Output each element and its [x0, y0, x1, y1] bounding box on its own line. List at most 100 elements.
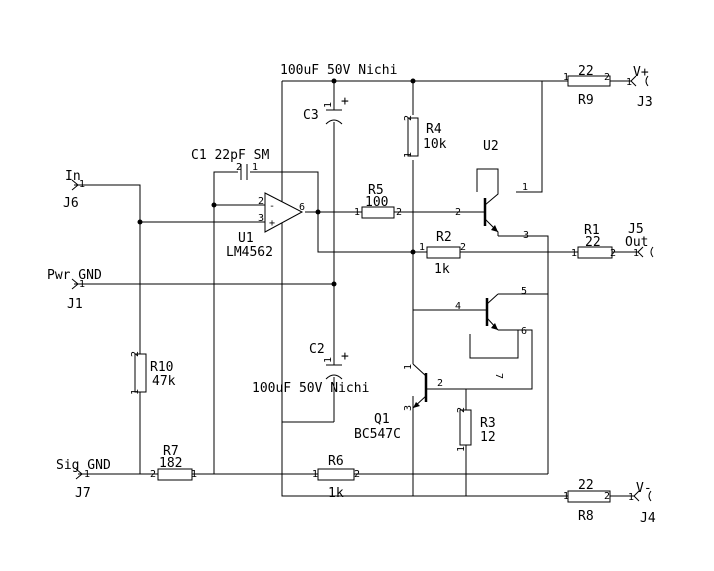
c3-ref-label: C3 — [303, 108, 319, 123]
pin-numbers: 1 2 2 1 1 1 2 1 2 3 - + 6 1 2 2 1 3 1 2 … — [79, 72, 639, 503]
q1-pin-2: 2 — [437, 378, 443, 389]
qout-pin-4: 4 — [455, 301, 461, 312]
r1-ref-label: R1 — [584, 223, 600, 238]
r2-pin-2: 2 — [460, 242, 466, 253]
connector-j3 — [630, 75, 649, 87]
qout-pin-5: 5 — [521, 286, 527, 297]
j6-pin-1: 1 — [79, 179, 85, 190]
connector-j7 — [75, 468, 83, 480]
j6-ref-label: J6 — [63, 196, 79, 211]
r8-ref-label: R8 — [578, 509, 594, 524]
resistor-r4 — [407, 117, 419, 157]
u1-pin-2: 2 — [258, 196, 264, 207]
j5-name-label: Out — [625, 235, 648, 250]
r5-value-label: 100 — [365, 195, 388, 210]
r1-pin-1: 1 — [571, 248, 577, 259]
j3-name-label: V+ — [633, 65, 649, 80]
r4-pin-2: 2 — [403, 115, 414, 121]
r5-pin-2: 2 — [396, 207, 402, 218]
connector-j4 — [633, 490, 652, 502]
c1-pin-2: 2 — [236, 162, 242, 173]
c2-ref-label: C2 — [309, 342, 325, 357]
u1-ref-label: U1 — [238, 231, 254, 246]
r6-pin-1: 1 — [312, 469, 318, 480]
u2-pin-3: 3 — [523, 230, 529, 241]
transistor-u2 — [470, 168, 499, 236]
junctions — [137, 78, 416, 287]
component-labels: 100uF 50V Nichi C3 + C2 + 100uF 50V Nich… — [47, 63, 656, 526]
r3-ref-label: R3 — [480, 416, 496, 431]
resistor-r8 — [567, 490, 611, 503]
c1-label: C1 22pF SM — [191, 148, 269, 163]
j4-name-label: V- — [636, 481, 652, 496]
r7-value-label: 182 — [159, 456, 182, 471]
j7-ref-label: J7 — [75, 486, 91, 501]
j5-pin-1: 1 — [633, 248, 639, 259]
r8-value-label: 22 — [578, 478, 594, 493]
j3-pin-1: 1 — [626, 77, 632, 88]
c2-pin-1: 1 — [323, 357, 334, 363]
j1-ref-label: J1 — [67, 297, 83, 312]
q1-part-label: BC547C — [354, 427, 401, 442]
j4-ref-label: J4 — [640, 511, 656, 526]
r7-pin-1: 1 — [191, 469, 197, 480]
u2-pin-2: 2 — [455, 207, 461, 218]
resistor-r1 — [577, 246, 613, 259]
resistor-r9 — [567, 75, 611, 87]
r6-value-label: 1k — [328, 486, 344, 501]
r10-value-label: 47k — [152, 374, 176, 389]
qout-pin-7: 7 — [493, 373, 504, 379]
resistor-r3 — [459, 409, 472, 446]
r9-value-label: 22 — [578, 64, 594, 79]
c3-plus-label: + — [341, 94, 349, 109]
r9-ref-label: R9 — [578, 93, 594, 108]
r3-value-label: 12 — [480, 430, 496, 445]
q1-pin-1: 1 — [403, 364, 414, 370]
r10-ref-label: R10 — [150, 360, 173, 375]
r3-pin-2: 2 — [456, 407, 467, 413]
u2-pin-1: 1 — [522, 182, 528, 193]
resistor-r10 — [134, 353, 147, 393]
c2-value-label: 100uF 50V Nichi — [252, 381, 369, 396]
wires — [74, 80, 638, 497]
r4-value-label: 10k — [423, 137, 447, 152]
resistor-r2 — [426, 246, 461, 259]
u1-part-label: LM4562 — [226, 245, 273, 260]
r8-pin-2: 2 — [604, 491, 610, 502]
j7-name-label: Sig GND — [56, 458, 111, 473]
j1-pin-1: 1 — [79, 279, 85, 290]
connector-j5 — [637, 246, 654, 258]
transistor-out-upper — [470, 293, 499, 331]
r4-pin-1: 1 — [403, 152, 414, 158]
r2-pin-1: 1 — [419, 242, 425, 253]
connector-j1 — [71, 278, 79, 290]
resistor-r6 — [317, 468, 355, 481]
opamp-u1 — [261, 192, 304, 233]
q1-pin-3: 3 — [403, 405, 414, 411]
r2-value-label: 1k — [434, 262, 450, 277]
r5-pin-1: 1 — [354, 207, 360, 218]
r7-pin-2: 2 — [150, 469, 156, 480]
r10-pin-1: 1 — [130, 389, 141, 395]
u1-pin-6: 6 — [299, 202, 305, 213]
resistor-r5 — [361, 206, 395, 219]
u2-ref-label: U2 — [483, 139, 499, 154]
r5-ref-label: R5 — [368, 183, 384, 198]
c3-pin-1: 1 — [323, 102, 334, 108]
capacitor-c3 — [325, 109, 343, 125]
c2-plus-label: + — [341, 349, 349, 364]
c3-value-label: 100uF 50V Nichi — [280, 63, 397, 78]
transistor-q1 — [412, 373, 443, 409]
r2-ref-label: R2 — [436, 230, 452, 245]
r8-pin-1: 1 — [563, 491, 569, 502]
connector-j6 — [71, 179, 79, 191]
u1-plus: + — [269, 218, 275, 229]
r6-pin-2: 2 — [354, 469, 360, 480]
r4-ref-label: R4 — [426, 122, 442, 137]
r10-pin-2: 2 — [130, 351, 141, 357]
capacitor-c2 — [325, 364, 343, 380]
resistor-r7 — [157, 468, 193, 481]
j4-pin-1: 1 — [628, 492, 634, 503]
j5-ref-label: J5 — [628, 222, 644, 237]
